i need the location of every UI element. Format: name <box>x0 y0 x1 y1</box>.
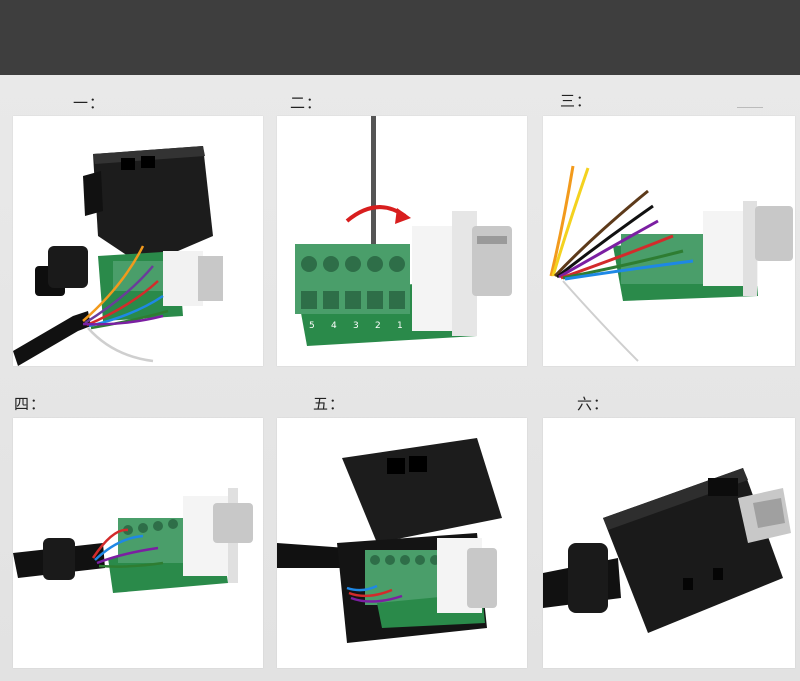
step-3-label: 三： <box>560 92 593 110</box>
step-4-label: 四： <box>14 395 47 413</box>
step-5-label: 五： <box>313 395 346 413</box>
step-5-image <box>277 418 527 668</box>
step-4-image <box>13 418 263 668</box>
step-6-label: 六： <box>577 395 610 413</box>
decorative-line <box>737 107 763 108</box>
step-3-image <box>543 116 795 366</box>
step-6-image <box>543 418 795 668</box>
terminal-number-4: 4 <box>331 321 337 331</box>
terminal-number-5: 5 <box>309 321 315 331</box>
step-1-label: 一： <box>73 94 106 112</box>
step-2-image: 5 4 3 2 1 <box>277 116 527 366</box>
terminal-number-2: 2 <box>375 321 381 331</box>
step-1-image <box>13 116 263 366</box>
terminal-number-3: 3 <box>353 321 359 331</box>
top-banner <box>0 0 800 75</box>
terminal-number-1: 1 <box>397 321 403 331</box>
step-2-label: 二： <box>290 94 323 112</box>
